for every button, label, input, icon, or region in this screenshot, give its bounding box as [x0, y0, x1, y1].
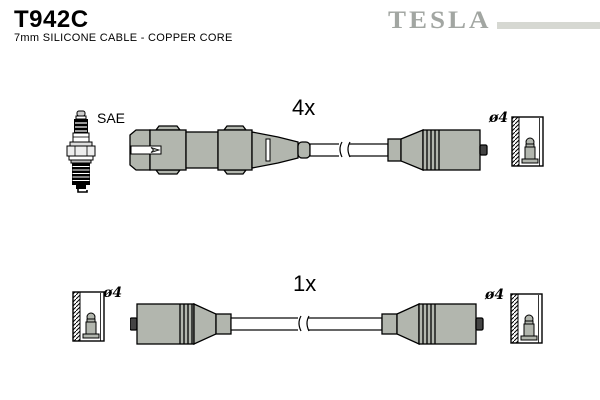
part-number: T942C — [14, 6, 89, 33]
spark-plug-icon — [66, 110, 96, 193]
diameter-label-bottom-left: ø4 — [103, 285, 123, 301]
cable-break-symbol — [298, 315, 310, 332]
diameter-label-top-right: ø4 — [489, 110, 509, 126]
cable-assembly-top-icon — [129, 125, 488, 175]
terminal-socket-icon — [72, 291, 105, 342]
terminal-socket-icon — [510, 293, 543, 344]
cable-assembly-bottom-icon — [130, 302, 484, 346]
terminal-socket-icon — [511, 116, 544, 167]
bottom-quantity-label: 1x — [293, 271, 317, 296]
brand-logo: TESLA — [388, 6, 492, 34]
arrow-marker — [150, 147, 161, 153]
diameter-label-bottom-right: ø4 — [485, 287, 505, 303]
top-quantity-label: 4x — [292, 95, 316, 120]
brand-stripe — [497, 22, 600, 29]
sae-label: SAE — [97, 110, 126, 126]
product-subtitle: 7mm SILICONE CABLE - COPPER CORE — [14, 32, 233, 44]
cable-break-symbol — [339, 141, 351, 158]
